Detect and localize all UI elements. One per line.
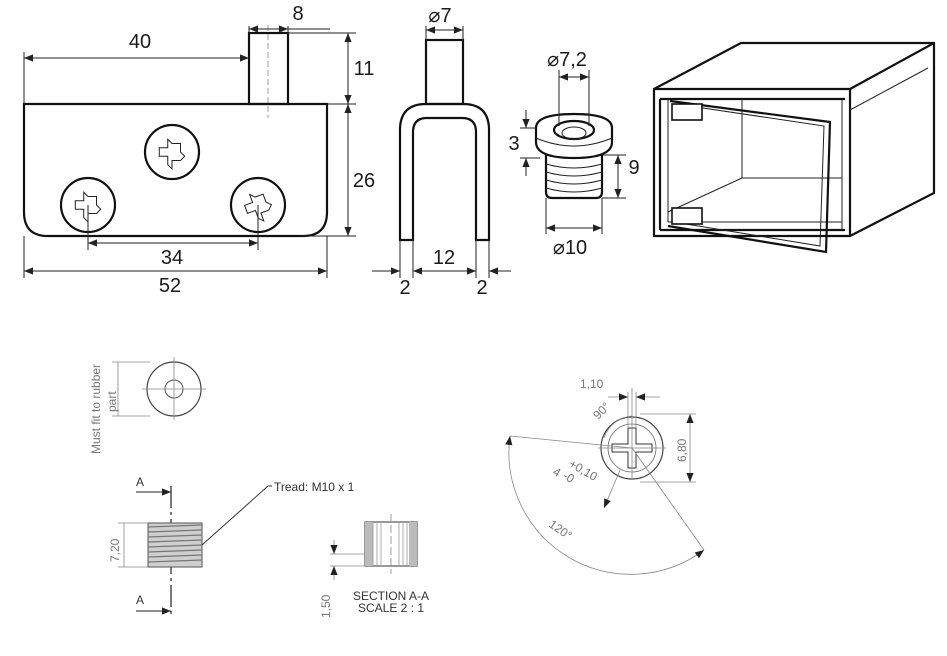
cabinet-iso-view [652, 41, 936, 254]
slot-detail-view: 1,10 90° 6,80 4 +0,10 -0 120° [505, 377, 705, 575]
screw-top-icon [143, 123, 201, 181]
rubber-note-line2: part [105, 391, 119, 412]
section-aa-view: 1,50 SECTION A-A SCALE 2 : 1 [319, 514, 429, 618]
section-scale: SCALE 2 : 1 [358, 601, 424, 615]
dim-flange: 3 [508, 133, 519, 155]
bracket-front-view: 40 8 11 26 34 52 [22, 3, 375, 297]
dim-body: 9 [628, 157, 639, 179]
rubber-note-line1: Must fit to rubber [89, 364, 103, 454]
section-marker-bottom: A [136, 593, 144, 607]
bracket-side-view: ⌀7 12 2 2 [372, 5, 511, 299]
dim-hole-spacing: 34 [161, 247, 183, 269]
dim-slot-width: 1,10 [580, 377, 604, 391]
thread-label: Tread: M10 x 1 [274, 480, 355, 494]
dim-right-thickness: 2 [476, 277, 487, 299]
dim-angle-small: 90° [590, 399, 613, 422]
dim-left-thickness: 2 [399, 277, 410, 299]
section-title: SECTION A-A [353, 589, 429, 603]
thread-view: A A 7,20 Tread: M10 x 1 [108, 475, 355, 615]
dim-angle-large: 120° [546, 517, 575, 543]
bushing-view: ⌀7,2 3 9 ⌀10 [508, 49, 639, 259]
dim-plate-height: 26 [353, 170, 375, 192]
dim-outer: ⌀10 [553, 237, 587, 259]
dim-pin-height: 11 [354, 58, 375, 80]
dim-thread-height: 7,20 [108, 538, 122, 562]
dim-pin-dia: ⌀7 [428, 5, 451, 27]
dim-top-width: 40 [129, 31, 151, 53]
dim-total-width: 52 [159, 275, 181, 297]
section-marker-top: A [136, 475, 144, 489]
rubber-part-view: Must fit to rubber part [89, 357, 206, 454]
dim-inner-gap: 12 [433, 247, 455, 269]
dim-slot-height: 6,80 [675, 438, 689, 462]
dim-pin-width: 8 [292, 3, 303, 25]
dim-section-depth: 1,50 [319, 594, 333, 618]
dim-bore: ⌀7,2 [547, 49, 587, 71]
